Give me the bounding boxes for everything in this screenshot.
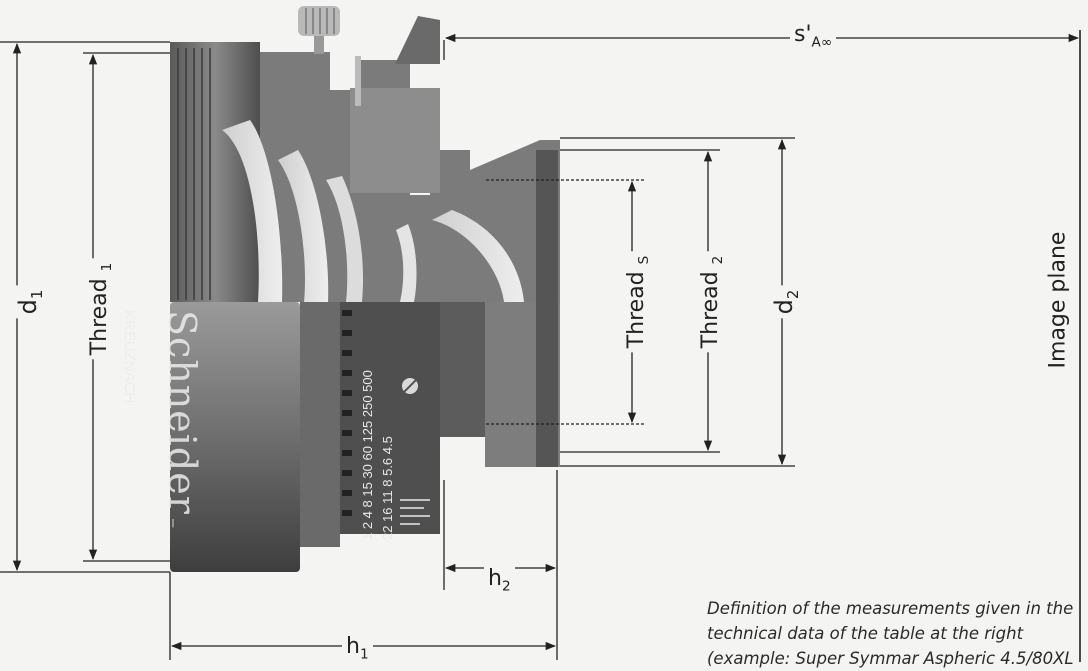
label-thread-s: Thread S bbox=[623, 251, 653, 353]
lens-exterior bbox=[170, 302, 560, 572]
label-image-plane: Image plane bbox=[1045, 231, 1071, 369]
label-h2: h2 bbox=[484, 566, 515, 595]
label-thread1: Thread 1 bbox=[86, 258, 116, 360]
lens-brand-engraving: Schneider – KREUZNACH bbox=[121, 310, 204, 528]
label-thread2: Thread 2 bbox=[697, 251, 727, 353]
lens-cross-section bbox=[170, 6, 560, 302]
caption: Definition of the measurements given in … bbox=[707, 599, 1074, 668]
aperture-scale: 22 16 11 8 5.6 4.5 bbox=[380, 436, 395, 540]
shutter-speed-scale: 1 2 4 8 15 30 60 125 250 500 bbox=[360, 370, 375, 540]
label-d2: d2 bbox=[770, 285, 802, 319]
label-h1: h1 bbox=[342, 634, 373, 663]
label-s-a-inf: s'A∞ bbox=[790, 22, 837, 51]
label-d1: d1 bbox=[14, 285, 46, 319]
